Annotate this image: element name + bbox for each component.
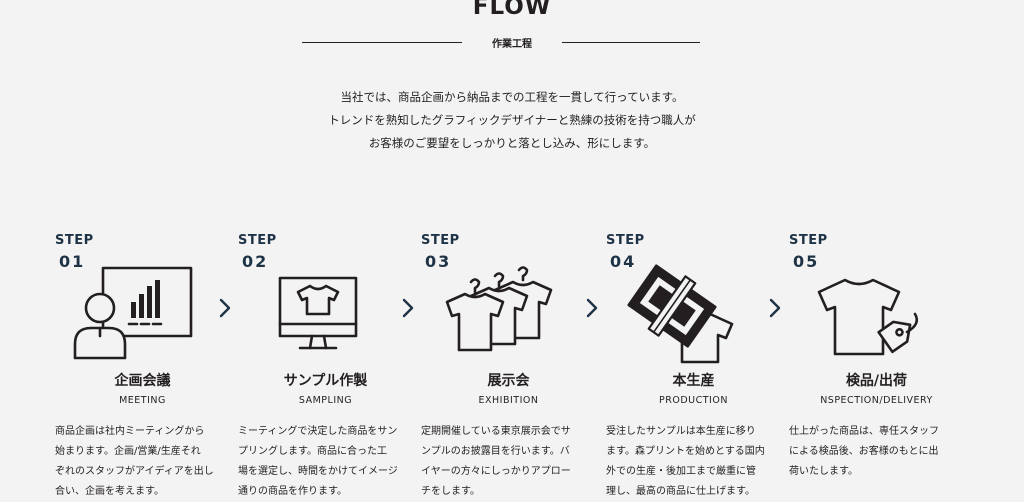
description-line: ンプルのお披露目を行います。バ [421, 446, 570, 457]
intro-line: 当社では、商品企画から納品までの工程を一貫して行っています。 [340, 90, 684, 104]
tshirt-tag-icon [817, 278, 919, 356]
step-label: STEP [55, 233, 94, 248]
chevron-right-icon [586, 298, 598, 318]
subtitle-divider-left [302, 42, 462, 43]
description-line: 理し、最高の商品に仕上げます。 [606, 486, 755, 497]
description-line: 商品企画は社内ミーティングから [55, 426, 205, 437]
intro-line: トレンドを熟知したグラフィックデザイナーと熟練の技術を持つ職人が [328, 113, 696, 127]
step-title: 企画会議 [114, 373, 171, 389]
description-line: ミーティングで決定した商品をサン [238, 426, 398, 437]
description-line: 仕上がった商品は、専任スタッフ [789, 426, 939, 437]
step-english: PRODUCTION [659, 395, 728, 406]
step-label: STEP [238, 233, 277, 248]
chevron-right-icon [219, 298, 231, 318]
description-line: イヤーの方々にしっかりアプロー [421, 466, 571, 477]
step-number: 05 [793, 252, 820, 271]
section-title: FLOW [472, 0, 552, 20]
screen-printing-icon [627, 264, 734, 364]
step-description: 商品企画は社内ミーティングから 始まります。企画/営業/生産それ ぞれのスタッフ… [55, 422, 227, 502]
description-line: 定期開催している東京展示会でサ [421, 426, 571, 437]
description-line: 合い、企画を考えます。 [55, 486, 164, 497]
step-number: 04 [610, 252, 637, 271]
section-subtitle-row: 作業工程 [0, 33, 1024, 53]
step-label: STEP [421, 233, 460, 248]
chevron-right-icon [769, 298, 781, 318]
monitor-tshirt-icon [278, 276, 358, 350]
description-line: 外での生産・後加工まで厳重に管 [606, 466, 756, 477]
description-line: ます。森プリントを始めとする国内 [606, 446, 765, 457]
description-line: ぞれのスタッフがアイディアを出し [55, 466, 214, 477]
step-label: STEP [606, 233, 645, 248]
step-title: 展示会 [487, 373, 530, 389]
step-label: STEP [789, 233, 828, 248]
chevron-right-icon [402, 298, 414, 318]
hanging-shirts-icon [445, 266, 553, 352]
section-subtitle: 作業工程 [492, 39, 532, 50]
subtitle-divider-right [562, 42, 700, 43]
description-line: プリングします。商品に合った工 [238, 446, 387, 457]
step-description: 受注したサンプルは本生産に移り ます。森プリントを始めとする国内 外での生産・後… [606, 422, 778, 502]
step-english: NSPECTION/DELIVERY [820, 395, 933, 406]
description-line: 場を選定し、時間をかけてイメージ [238, 466, 398, 477]
step-title: サンプル作製 [283, 373, 368, 389]
step-description: ミーティングで決定した商品をサン プリングします。商品に合った工 場を選定し、時… [238, 422, 410, 502]
description-line: 始まります。企画/営業/生産それ [55, 446, 201, 457]
description-line: 荷いたします。 [789, 466, 858, 477]
step-title: 本生産 [672, 373, 715, 389]
step-title: 検品/出荷 [845, 373, 908, 389]
step-english: EXHIBITION [478, 395, 539, 406]
step-number: 03 [425, 252, 452, 271]
meeting-presentation-icon [73, 266, 193, 360]
step-english: SAMPLING [298, 395, 353, 406]
step-number: 02 [242, 252, 269, 271]
description-line: 受注したサンプルは本生産に移り [606, 426, 756, 437]
intro-text: 当社では、商品企画から納品までの工程を一貫して行っています。 トレンドを熟知した… [0, 86, 1024, 155]
step-description: 定期開催している東京展示会でサ ンプルのお披露目を行います。バ イヤーの方々にし… [421, 422, 593, 502]
description-line: による検品後、お客様のもとに出 [789, 446, 939, 457]
step-number: 01 [59, 252, 86, 271]
step-description: 仕上がった商品は、専任スタッフ による検品後、お客様のもとに出 荷いたします。 [789, 422, 961, 482]
step-english: MEETING [119, 395, 166, 406]
description-line: チをします。 [421, 486, 480, 497]
intro-line: お客様のご要望をしっかりと落とし込み、形にします。 [368, 136, 656, 150]
description-line: 通りの商品を作ります。 [238, 486, 347, 497]
